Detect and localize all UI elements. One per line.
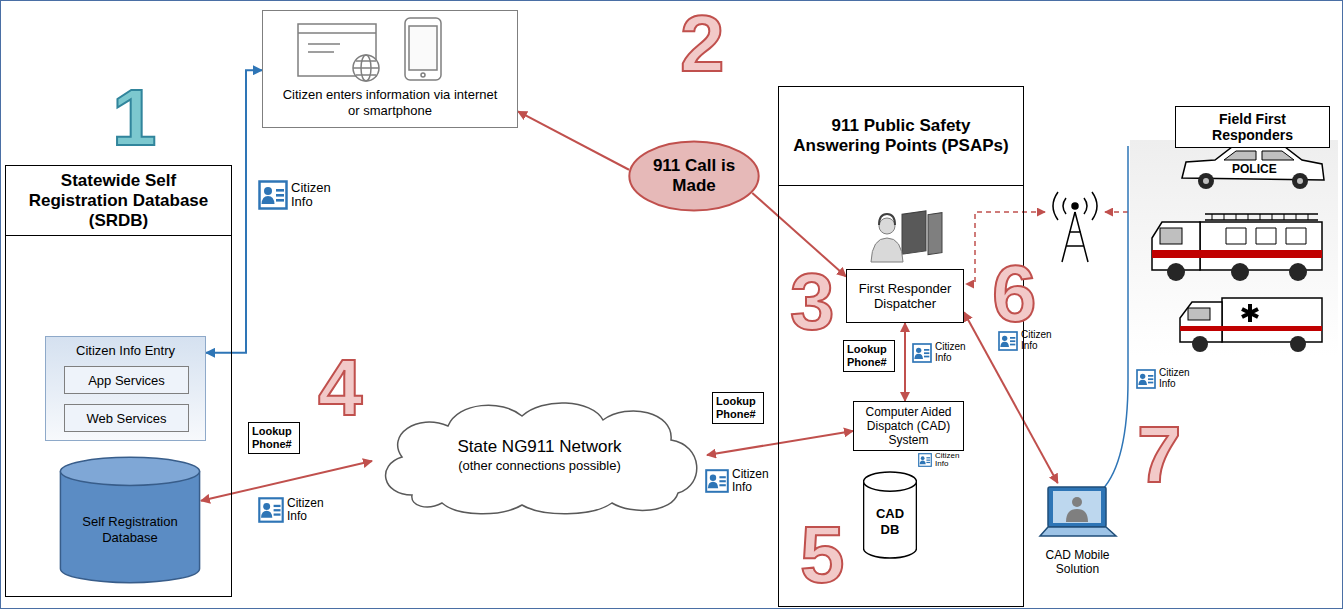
browser-icon (298, 24, 379, 81)
citizen-icon (918, 453, 932, 467)
smartphone-icon (405, 18, 441, 80)
node-title: Computer Aided Dispatch (CAD) System (859, 405, 958, 447)
connector-arrow (707, 431, 853, 455)
citizen-info-label: Citizen Info (732, 468, 775, 493)
call-ellipse: 911 Call is Made (628, 140, 760, 212)
citizen-info-tag: Citizen Info (258, 180, 348, 210)
node-title: Web Services (87, 411, 167, 426)
node-title: Citizen enters information via internet … (277, 87, 503, 119)
citizen-icon (1136, 369, 1156, 389)
vehicle-marking: POLICE (1232, 163, 1277, 176)
citizen-info-label: Citizen Info (287, 497, 338, 522)
mobile-link (1102, 146, 1128, 490)
connector-arrow (206, 70, 262, 353)
connector-arrow (201, 461, 372, 501)
citizen-icon (705, 469, 729, 493)
radio-tower (1053, 192, 1097, 262)
callout-number: 6 (992, 254, 1037, 334)
cad-db-cylinder: CAD DB (863, 471, 917, 559)
lookup-tag: Lookup Phone# (843, 340, 895, 372)
callout-number: 2 (680, 4, 725, 84)
laptop-icon (1040, 487, 1116, 536)
node-title: CAD DB (867, 506, 913, 538)
citizen-icon (998, 331, 1018, 351)
network-cloud: State NG911 Network(other connections po… (372, 395, 707, 515)
dispatcher-icon (871, 211, 942, 262)
node-title: 911 Call is Made (648, 156, 740, 196)
cad-box: Computer Aided Dispatch (CAD) System (853, 401, 964, 451)
citizen-info-tag: Citizen Info (918, 452, 970, 469)
entry-panel: Citizen Info EntryApp ServicesWeb Servic… (45, 336, 206, 441)
citizen-info-label: Citizen Info (935, 452, 970, 469)
callout-number: 7 (1137, 415, 1182, 495)
callout-number: 3 (790, 262, 835, 342)
mobile-laptop: CAD Mobile Solution (1028, 483, 1127, 578)
service-box: Web Services (64, 404, 189, 432)
citizen-info-label: Citizen Info (291, 181, 348, 208)
fire-truck (1152, 214, 1322, 281)
citizen-icon (912, 343, 932, 363)
callout-number: 1 (112, 78, 157, 158)
citizen-info-label: Citizen Info (1021, 330, 1062, 351)
ambulance (1180, 298, 1322, 352)
citizen-icon (258, 180, 288, 210)
citizen-info-tag: Citizen Info (998, 330, 1062, 351)
connector-arrow (904, 323, 906, 401)
lookup-tag: Lookup Phone# (712, 392, 764, 424)
node-title: App Services (88, 373, 165, 388)
citizen-info-tag: Citizen Info (258, 497, 338, 523)
node-title: 911 Public Safety Answering Points (PSAP… (779, 87, 1023, 186)
citizen-info-label: Citizen Info (935, 342, 974, 363)
callout-number: 5 (800, 515, 845, 595)
node-title: First Responder Dispatcher (852, 281, 958, 311)
police-car (1182, 141, 1324, 189)
citizen-info-tag: Citizen Info (705, 468, 775, 493)
node-title: Citizen Info Entry (46, 337, 205, 358)
callout-number: 4 (318, 348, 363, 428)
lookup-tag: Lookup Phone# (248, 422, 300, 454)
node-title: CAD Mobile Solution (1030, 548, 1125, 576)
citizen-info-label: Citizen Info (1159, 368, 1206, 389)
node-title: Self Registration Database (69, 514, 191, 546)
service-box: App Services (64, 366, 189, 394)
node-title: Field First Responders (1182, 111, 1323, 143)
dispatcher-box: First Responder Dispatcher (846, 269, 964, 323)
srdb-panel: Statewide Self Registration Database (SR… (5, 165, 232, 597)
citizen-icon (258, 497, 284, 523)
citizen-input-box: Citizen enters information via internet … (262, 10, 518, 128)
responders-box: Field First Responders (1175, 106, 1330, 148)
node-title: Statewide Self Registration Database (SR… (6, 166, 231, 236)
citizen-info-tag: Citizen Info (912, 342, 974, 363)
connector-arrow (518, 111, 629, 169)
node-title: State NG911 Network (457, 436, 621, 457)
citizen-info-tag: Citizen Info (1136, 368, 1206, 389)
node-subtitle: (other connections possible) (458, 457, 621, 474)
vehicles-panel (1130, 140, 1338, 355)
database-cylinder: Self Registration Database (59, 456, 201, 584)
